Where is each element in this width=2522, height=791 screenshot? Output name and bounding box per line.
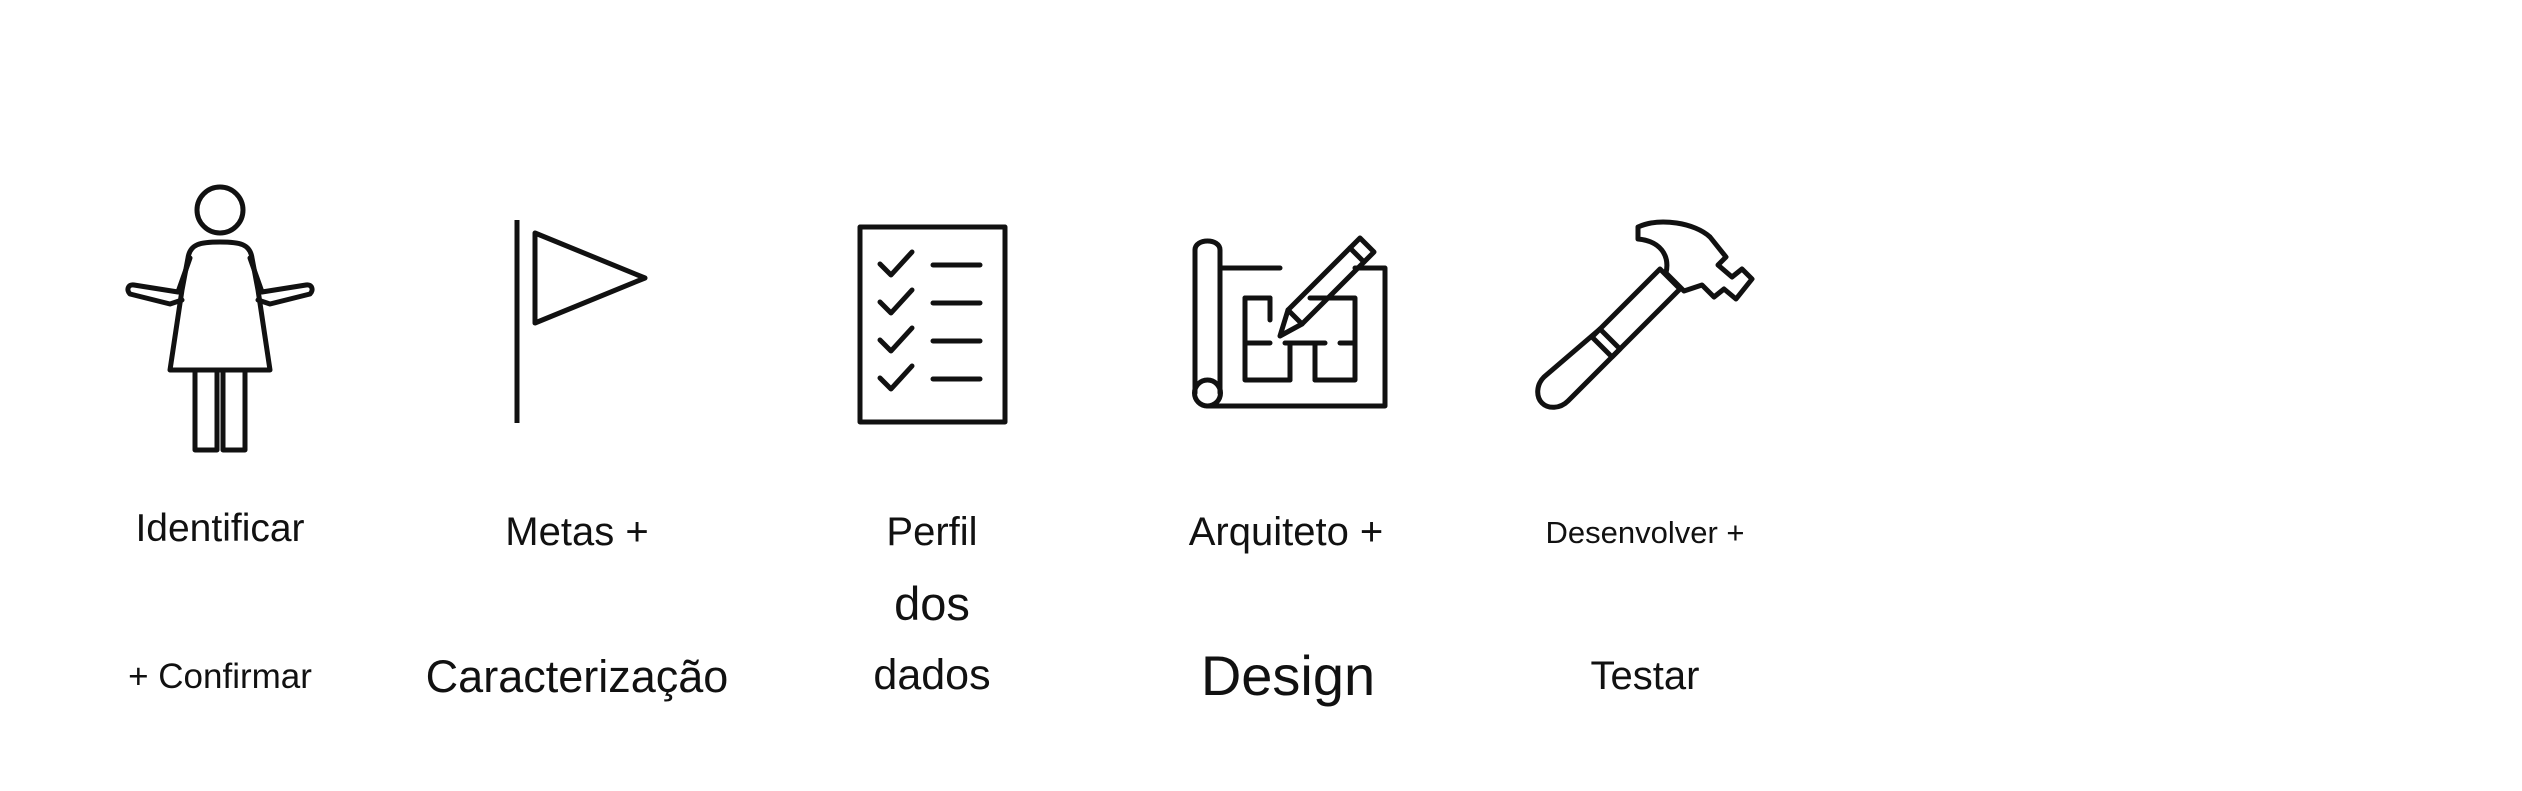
stage-3-label-line1: Perfil [886, 510, 978, 554]
blueprint-pencil-icon [1190, 228, 1395, 413]
person-shrug-icon [120, 180, 320, 465]
stage-1-label-line2: + Confirmar [128, 657, 312, 696]
checklist-icon [855, 222, 1010, 427]
stage-5-label-line2: Testar [1590, 654, 1700, 698]
stage-4-label-line2: Design [1200, 644, 1376, 707]
stage-5-label-line1: Desenvolver + [1545, 515, 1745, 550]
stage-4-label-line1: Arquiteto + [1188, 510, 1384, 554]
stage-3-label-line2: dados [873, 651, 991, 699]
stage-2-label-line1: Metas + [505, 510, 649, 554]
stage-2-label-line2: Caracterização [425, 651, 729, 702]
stage-3-label-line-mid: dos [894, 577, 970, 630]
stage-1-label-line1: Identificar [135, 507, 305, 550]
flag-icon [505, 218, 655, 428]
hammer-icon [1530, 215, 1760, 420]
